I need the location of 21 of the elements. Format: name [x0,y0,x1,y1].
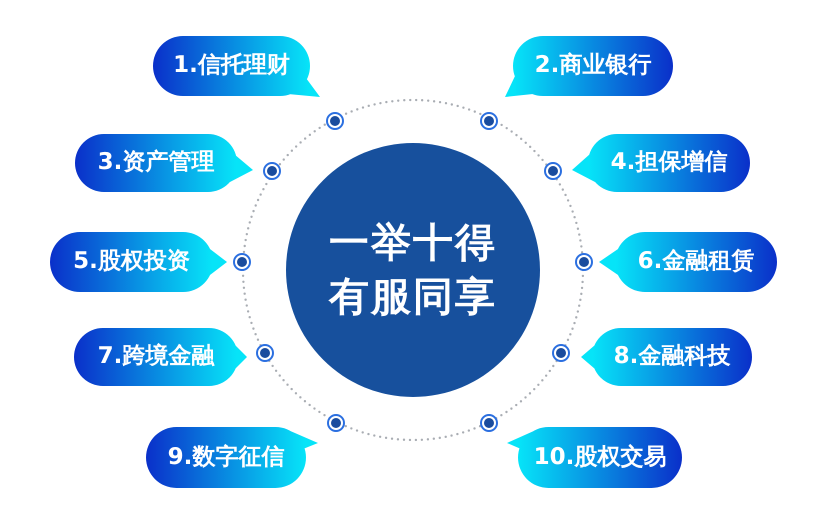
speech-bubble [146,427,318,488]
bubble-label: 5.股权投资 [73,248,190,276]
speech-bubble [75,134,253,192]
speech-bubble [599,232,777,292]
bubble-label: 9.数字征信 [168,444,284,472]
speech-bubble [50,232,227,292]
bubble-label: 4.担保增信 [610,149,728,177]
center-slogan: 一举十得有服同享 [328,219,498,322]
bubble-label: 10.股权交易 [534,444,666,472]
speech-bubble [581,328,752,386]
speech-bubble [505,36,673,97]
speech-bubble [153,36,320,97]
bubble-label: 1.信托理财 [173,52,290,80]
bubble-label: 7.跨境金融 [98,343,214,371]
bubble-label: 2.商业银行 [534,52,652,80]
bubble-label: 8.金融科技 [614,343,730,371]
speech-bubble [572,134,750,192]
speech-bubble [74,328,247,386]
bubble-label: 6.金融租赁 [638,248,754,276]
bubble-label: 3.资产管理 [98,149,214,177]
speech-bubble [507,427,682,488]
